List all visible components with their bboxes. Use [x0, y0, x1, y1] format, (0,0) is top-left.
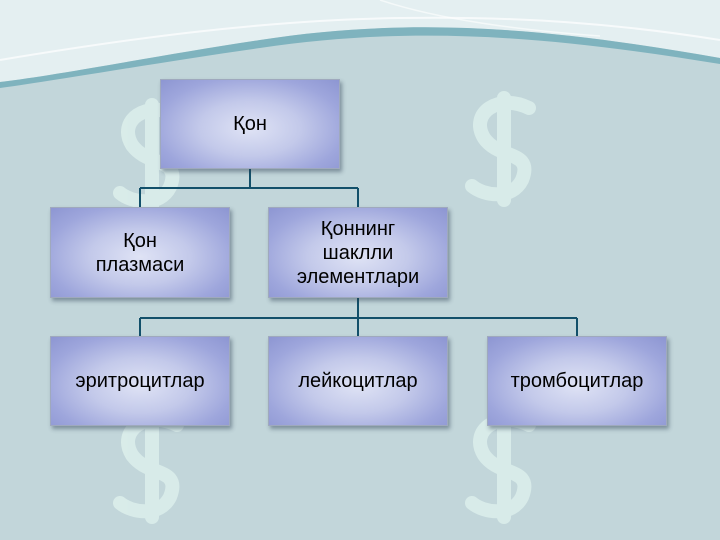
node-blood-plasma: Қон плазмаси — [50, 207, 230, 298]
header-swoosh — [0, 0, 720, 88]
watermark-logo-icon — [465, 91, 536, 207]
node-blood: Қон — [160, 79, 340, 169]
node-erythrocytes-label: эритроцитлар — [75, 370, 205, 392]
node-blood-label: Қон — [233, 113, 267, 135]
watermark-logo-icon — [113, 98, 184, 214]
node-thrombocytes-label: тромбоцитлар — [510, 370, 644, 392]
node-erythrocytes: эритроцитлар — [50, 336, 230, 426]
node-blood-plasma-label: Қон плазмаси — [95, 229, 185, 276]
node-formed-elements-label: Қоннинг шаклли элементлари — [296, 217, 420, 288]
node-leukocytes: лейкоцитлар — [268, 336, 448, 426]
node-formed-elements: Қоннинг шаклли элементлари — [268, 207, 448, 298]
node-leukocytes-label: лейкоцитлар — [298, 370, 418, 392]
node-thrombocytes: тромбоцитлар — [487, 336, 667, 426]
